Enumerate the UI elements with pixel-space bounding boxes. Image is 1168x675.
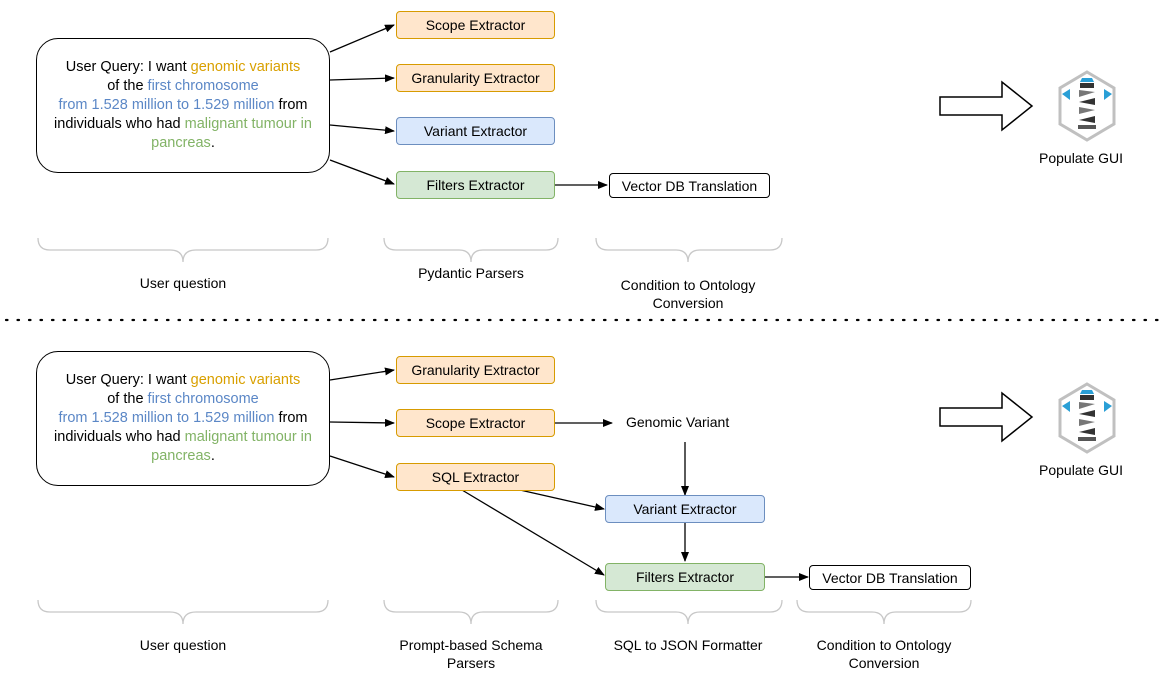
edge-query-granularity — [329, 74, 395, 83]
brace-condition-b — [796, 599, 972, 625]
variant-extractor-box: Variant Extractor — [396, 117, 555, 145]
brace-formatter — [595, 599, 783, 625]
edge-query-scope-b — [329, 418, 395, 427]
query-period: . — [210, 448, 215, 464]
top-edges — [329, 24, 608, 189]
label-condition-ontology: Condition to Ontology Conversion — [620, 277, 756, 311]
query-of-the: of the — [107, 391, 148, 407]
edge-query-sql — [329, 455, 395, 478]
query-highlight-chromosome: first chromosome — [147, 78, 259, 94]
query-highlight-condition: malignant tumour in — [184, 429, 312, 445]
variant-extractor-box-bottom: Variant Extractor — [605, 495, 765, 523]
query-period: . — [210, 135, 215, 151]
filters-extractor-box-bottom: Filters Extractor — [605, 563, 765, 591]
label-user-question: User question — [139, 275, 227, 291]
filters-extractor-box: Filters Extractor — [396, 171, 555, 199]
query-highlight-granularity: genomic variants — [190, 372, 301, 388]
label-user-question-bottom: User question — [139, 637, 227, 653]
granularity-extractor-box-bottom: Granularity Extractor — [396, 356, 555, 384]
user-query-box-bottom: User Query: I want genomic variants of t… — [36, 351, 330, 486]
hollow-right-arrow-icon — [939, 80, 1034, 132]
edge-sql-filters — [461, 489, 605, 576]
edge-query-filters — [329, 159, 395, 185]
label-condition-ontology-bottom: Condition to Ontology Conversion — [816, 637, 952, 671]
bottom-braces — [37, 599, 972, 625]
populate-gui-label-bottom: Populate GUI — [1039, 462, 1124, 478]
query-of-the: of the — [107, 78, 148, 94]
query-prefix: User Query: I want — [65, 372, 191, 388]
query-highlight-organ: pancreas — [151, 135, 211, 151]
query-highlight-range: from 1.528 million to 1.529 million — [58, 410, 275, 426]
beacon-lighthouse-logo — [1058, 382, 1116, 454]
populate-gui-label: Populate GUI — [1039, 150, 1124, 166]
query-individuals: individuals who had — [54, 429, 185, 445]
label-pydantic-parsers: Pydantic Parsers — [418, 265, 524, 281]
edge-query-scope — [329, 24, 395, 53]
query-highlight-chromosome: first chromosome — [147, 391, 259, 407]
brace-parsers-b — [383, 599, 559, 625]
query-highlight-condition: malignant tumour in — [184, 116, 312, 132]
label-prompt-schema-parsers: Prompt-based Schema Parsers — [399, 637, 543, 671]
query-highlight-range: from 1.528 million to 1.529 million — [58, 97, 275, 113]
query-individuals: individuals who had — [54, 116, 185, 132]
brace-condition — [595, 237, 783, 263]
top-braces — [37, 237, 783, 263]
vector-db-translation-box-bottom: Vector DB Translation — [809, 565, 971, 590]
query-from: from — [274, 97, 308, 113]
scope-extractor-box: Scope Extractor — [396, 11, 555, 39]
user-query-box: User Query: I want genomic variants of t… — [36, 38, 330, 173]
beacon-lighthouse-logo — [1058, 70, 1116, 142]
brace-user-question-b — [37, 599, 329, 625]
query-highlight-organ: pancreas — [151, 448, 211, 464]
label-sql-json-formatter: SQL to JSON Formatter — [613, 637, 763, 653]
granularity-extractor-box: Granularity Extractor — [396, 64, 555, 92]
edge-query-granularity-b — [329, 367, 395, 381]
query-highlight-granularity: genomic variants — [190, 59, 301, 75]
query-prefix: User Query: I want — [65, 59, 191, 75]
vector-db-translation-box: Vector DB Translation — [609, 173, 770, 198]
edge-sql-variant — [519, 489, 605, 511]
scope-extractor-box-bottom: Scope Extractor — [396, 409, 555, 437]
hollow-right-arrow-icon — [939, 391, 1034, 443]
edge-query-variant — [329, 124, 395, 135]
query-from: from — [274, 410, 308, 426]
bottom-edges — [329, 367, 809, 581]
brace-user-question — [37, 237, 329, 263]
brace-parsers — [383, 237, 559, 263]
genomic-variant-node: Genomic Variant — [626, 414, 730, 430]
sql-extractor-box: SQL Extractor — [396, 463, 555, 491]
